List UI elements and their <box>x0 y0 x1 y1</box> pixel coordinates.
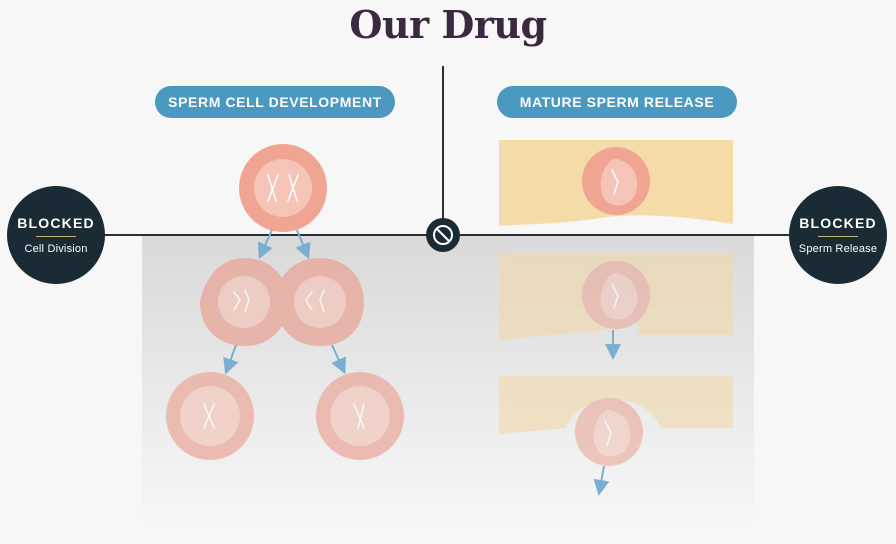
badge-divider <box>36 235 76 238</box>
badge-subtitle: Cell Division <box>24 243 88 256</box>
page-title: Our Drug <box>349 2 547 47</box>
mature-sperm-release-label: MATURE SPERM RELEASE <box>497 86 737 118</box>
developing-cell <box>239 144 327 232</box>
daughter-cell-right <box>316 372 404 460</box>
badge-title: BLOCKED <box>799 214 877 231</box>
release-arrow-2 <box>593 465 610 496</box>
split-arrow-left <box>223 344 239 375</box>
badge-title: BLOCKED <box>17 214 95 231</box>
blocked-cell-division-badge: BLOCKED Cell Division <box>7 186 105 284</box>
tissue-panel-2 <box>499 253 733 340</box>
split-arrow-right <box>331 344 346 375</box>
badge-subtitle: Sperm Release <box>798 243 878 256</box>
division-arrow-right <box>295 229 311 260</box>
dividing-cell <box>200 258 364 346</box>
tissue-panel-3 <box>499 376 733 466</box>
daughter-cell-left <box>166 372 254 460</box>
sperm-cell-development-label: SPERM CELL DEVELOPMENT <box>155 86 395 118</box>
badge-divider <box>818 235 858 238</box>
tissue-panel-1 <box>499 140 733 226</box>
blocked-icon <box>426 218 460 252</box>
division-arrow-left <box>258 229 273 260</box>
blocked-sperm-release-badge: BLOCKED Sperm Release <box>789 186 887 284</box>
